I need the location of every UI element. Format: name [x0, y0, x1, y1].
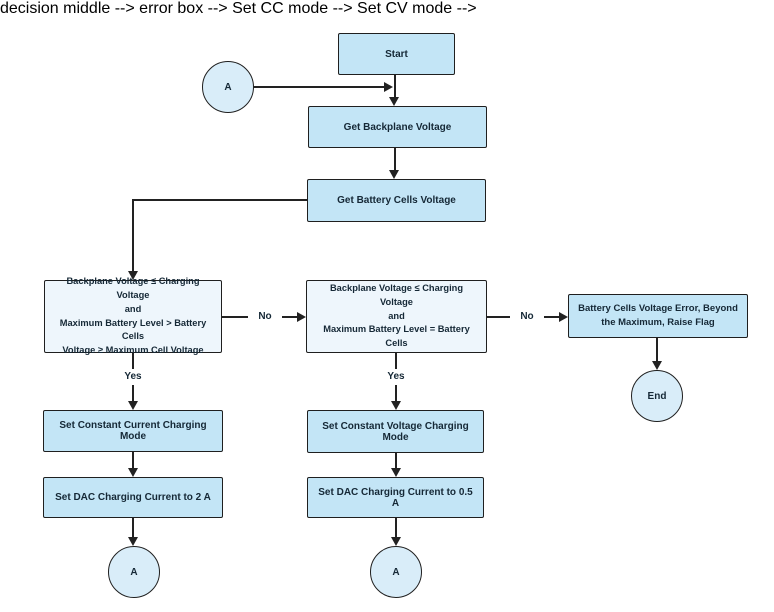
arrowhead-down-icon — [391, 401, 401, 410]
get-backplane-voltage-node: Get Backplane Voltage — [308, 106, 487, 148]
arrowhead-down-icon — [128, 401, 138, 410]
arrowhead-right-icon — [559, 312, 568, 322]
set-constant-voltage-mode-node: Set Constant Voltage Charging Mode — [307, 410, 484, 453]
connector-a-top: A — [202, 61, 254, 113]
connector-a-bottom-middle: A — [370, 546, 422, 598]
decision-constant-current-node: Backplane Voltage ≤ Charging Voltage and… — [44, 276, 222, 355]
arrowhead-down-icon — [652, 361, 662, 370]
edge-label-yes-1: Yes — [116, 369, 150, 385]
edge-label-no-2: No — [510, 309, 544, 325]
edge-dac05-a — [395, 518, 397, 537]
edge-battery-decision-h — [132, 199, 307, 201]
get-battery-cells-voltage-node: Get Battery Cells Voltage — [307, 179, 486, 222]
edge-battery-decision-v — [132, 199, 134, 271]
arrowhead-down-icon — [128, 271, 138, 280]
edge-label-yes-2: Yes — [379, 369, 413, 385]
edge-backplane-battery — [394, 148, 396, 170]
arrowhead-down-icon — [391, 468, 401, 477]
edge-cv-dac05 — [395, 453, 397, 468]
arrowhead-down-icon — [128, 468, 138, 477]
edge-cc-dac2 — [132, 452, 134, 468]
edge-error-end — [656, 338, 658, 361]
set-dac-current-05a-node: Set DAC Charging Current to 0.5 A — [307, 477, 484, 518]
arrowhead-down-icon — [128, 537, 138, 546]
edge-a-top-merge — [254, 86, 384, 88]
edge-label-no-1: No — [248, 309, 282, 325]
arrowhead-down-icon — [389, 170, 399, 179]
set-constant-current-mode-node: Set Constant Current Charging Mode — [43, 410, 223, 452]
error-raise-flag-node: Battery Cells Voltage Error, Beyond the … — [568, 294, 748, 338]
start-node: Start — [338, 33, 455, 75]
decision-constant-voltage-node: Backplane Voltage ≤ Charging Voltage and… — [306, 280, 487, 353]
arrowhead-down-icon — [391, 537, 401, 546]
edge-dac2-a — [132, 518, 134, 537]
arrowhead-right-icon — [297, 312, 306, 322]
arrowhead-right-icon — [384, 82, 393, 92]
connector-a-bottom-left: A — [108, 546, 160, 598]
set-dac-current-2a-node: Set DAC Charging Current to 2 A — [43, 477, 223, 518]
arrowhead-down-icon — [389, 97, 399, 106]
edge-start-backplane — [394, 75, 396, 97]
end-node: End — [631, 370, 683, 422]
